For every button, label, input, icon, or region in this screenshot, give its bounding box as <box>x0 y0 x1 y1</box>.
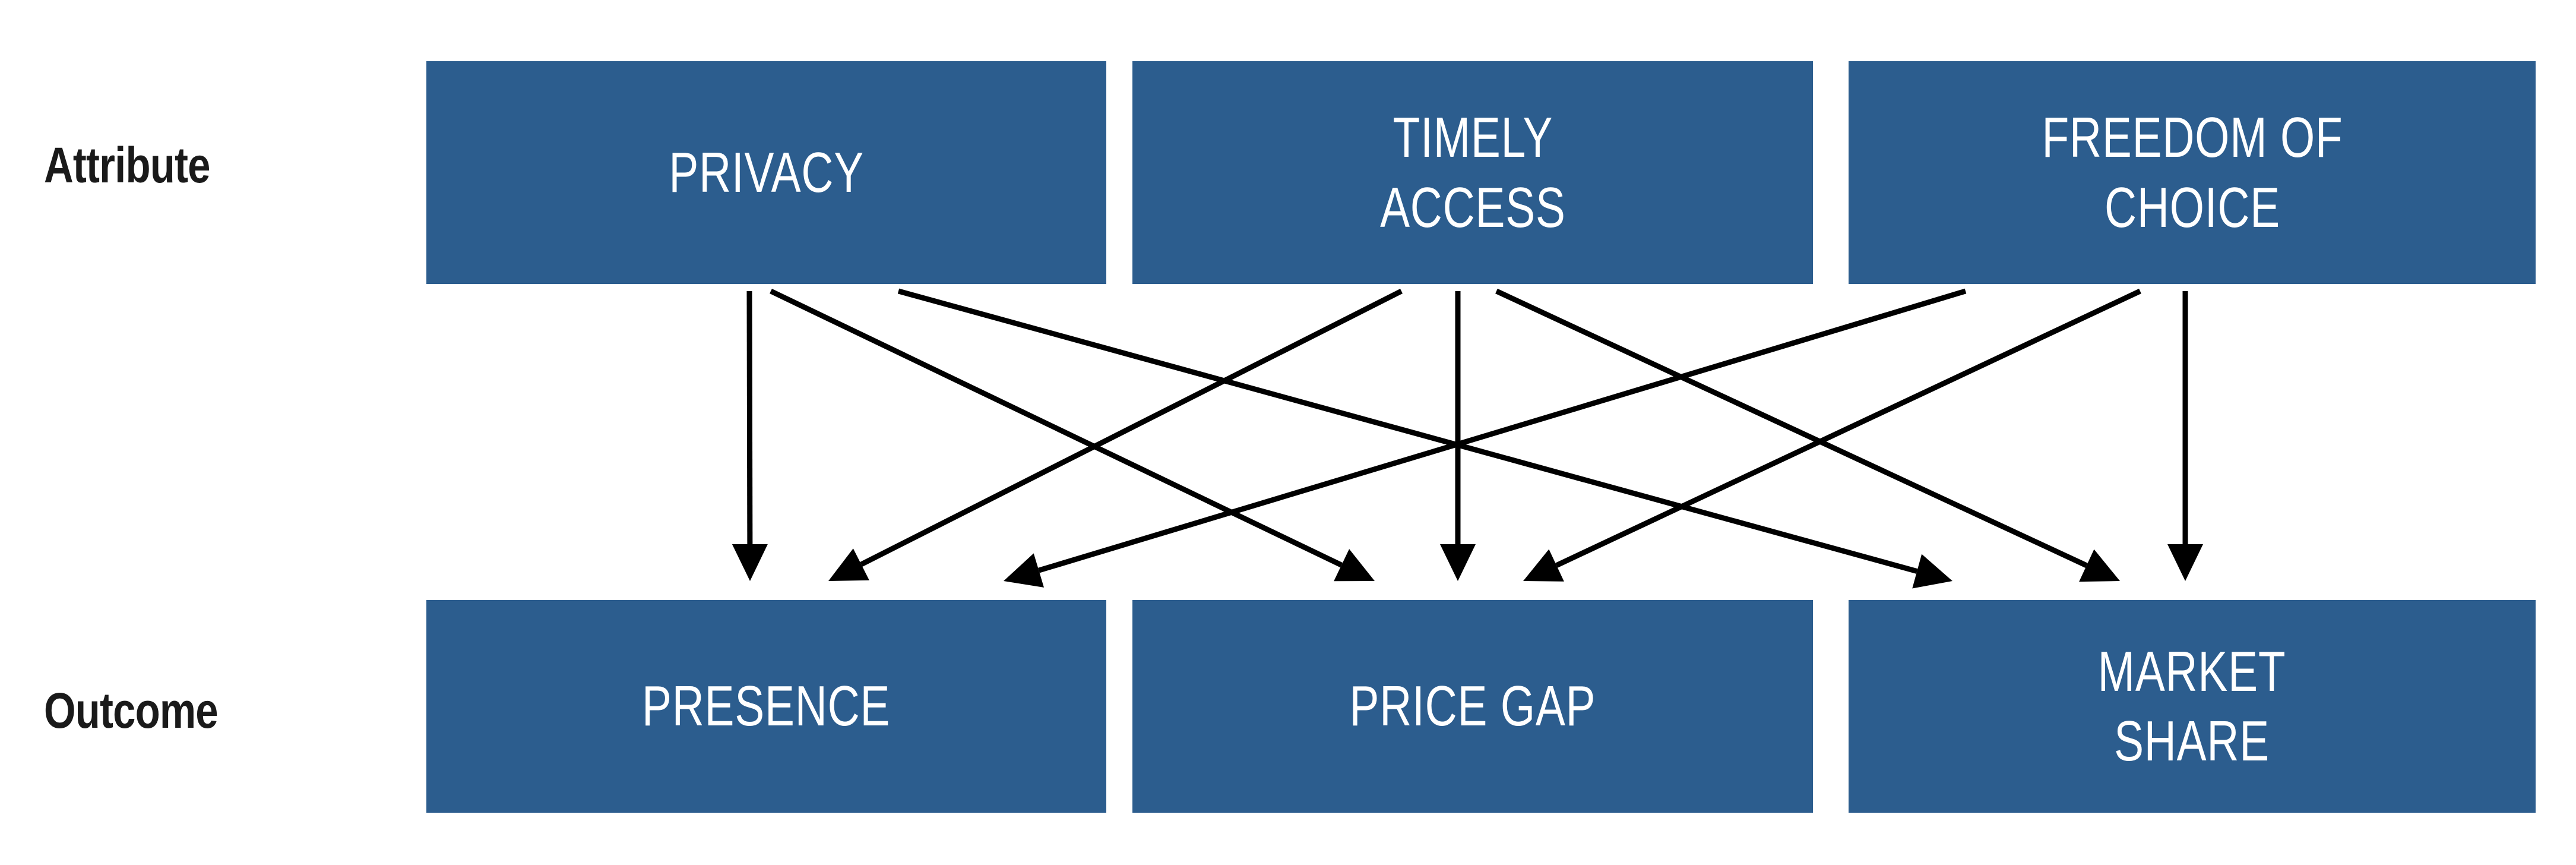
node-box-price-gap[interactable]: PRICE GAP <box>1132 600 1813 813</box>
edge-line-freedom_of_choice-to-price_gap <box>1555 288 2141 568</box>
arrowhead-privacy-to-market_share <box>1912 554 1952 589</box>
node-box-freedom-of-choice[interactable]: FREEDOM OF CHOICE <box>1849 61 2536 284</box>
node-label-timely-access: TIMELY ACCESS <box>1379 106 1566 239</box>
arrowhead-privacy-to-presence <box>732 544 768 581</box>
edge-line-privacy-to-price_gap <box>770 288 1343 568</box>
edge-line-privacy-to-market_share <box>897 288 1918 574</box>
edge-line-timely_access-to-presence <box>860 288 1403 567</box>
arrowhead-freedom_of_choice-to-market_share <box>2167 544 2203 581</box>
edge-line-timely_access-to-market_share <box>1495 288 2088 568</box>
row-label-attribute: Attribute <box>44 137 210 193</box>
node-label-presence: PRESENCE <box>642 674 891 738</box>
node-box-timely-access[interactable]: TIMELY ACCESS <box>1132 61 1813 284</box>
arrowhead-freedom_of_choice-to-price_gap <box>1523 549 1564 582</box>
arrowhead-freedom_of_choice-to-presence <box>1004 553 1045 588</box>
arrowhead-privacy-to-price_gap <box>1334 549 1375 582</box>
node-box-market-share[interactable]: MARKET SHARE <box>1849 600 2536 813</box>
node-label-price-gap: PRICE GAP <box>1349 674 1596 738</box>
node-label-freedom-of-choice: FREEDOM OF CHOICE <box>2041 106 2343 239</box>
node-label-market-share: MARKET SHARE <box>2098 639 2286 773</box>
node-box-privacy[interactable]: PRIVACY <box>426 61 1106 284</box>
arrowhead-timely_access-to-price_gap <box>1440 544 1476 581</box>
edge-line-freedom_of_choice-to-presence <box>1038 288 1967 573</box>
node-label-privacy: PRIVACY <box>669 140 864 204</box>
edge-line-privacy-to-presence <box>746 291 753 545</box>
node-box-presence[interactable]: PRESENCE <box>426 600 1106 813</box>
arrowhead-timely_access-to-presence <box>828 548 869 581</box>
arrowhead-timely_access-to-market_share <box>2079 549 2120 582</box>
row-label-outcome: Outcome <box>44 683 219 738</box>
